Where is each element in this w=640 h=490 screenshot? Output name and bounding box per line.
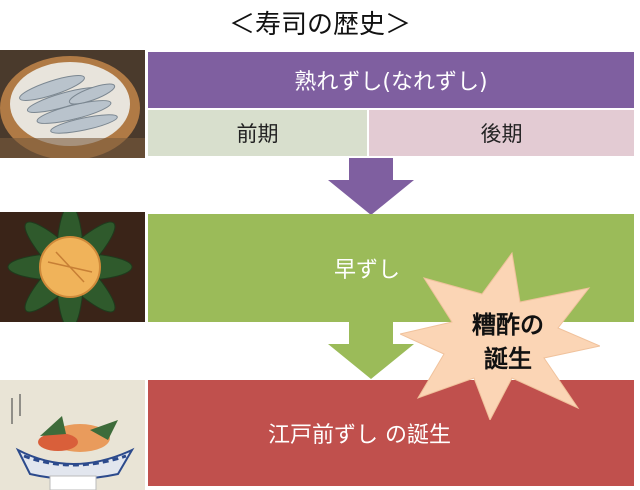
early-period-band: 前期: [148, 110, 367, 156]
kasuzu-burst-shape: [400, 251, 600, 420]
kasuzu-burst-text: 糟酢の 誕生: [458, 308, 558, 376]
down-arrow-1: [328, 158, 414, 215]
edomae-band: 江戸前ずし の誕生: [148, 380, 634, 486]
burst-line-2: 誕生: [484, 345, 532, 373]
edomae-label: 江戸前ずし の誕生: [268, 423, 451, 448]
late-period-band: 後期: [369, 110, 634, 156]
hayazushi-photo: [0, 212, 145, 322]
hayazushi-label: 早ずし: [334, 258, 401, 283]
narezushi-photo: [0, 50, 145, 158]
edomae-photo: [0, 380, 145, 490]
burst-line-1: 糟酢の: [472, 311, 544, 339]
narezushi-band: 熟れずし(なれずし): [148, 52, 634, 108]
page-title: ＜寿司の歴史＞: [228, 10, 411, 40]
down-arrow-2: [328, 322, 414, 379]
